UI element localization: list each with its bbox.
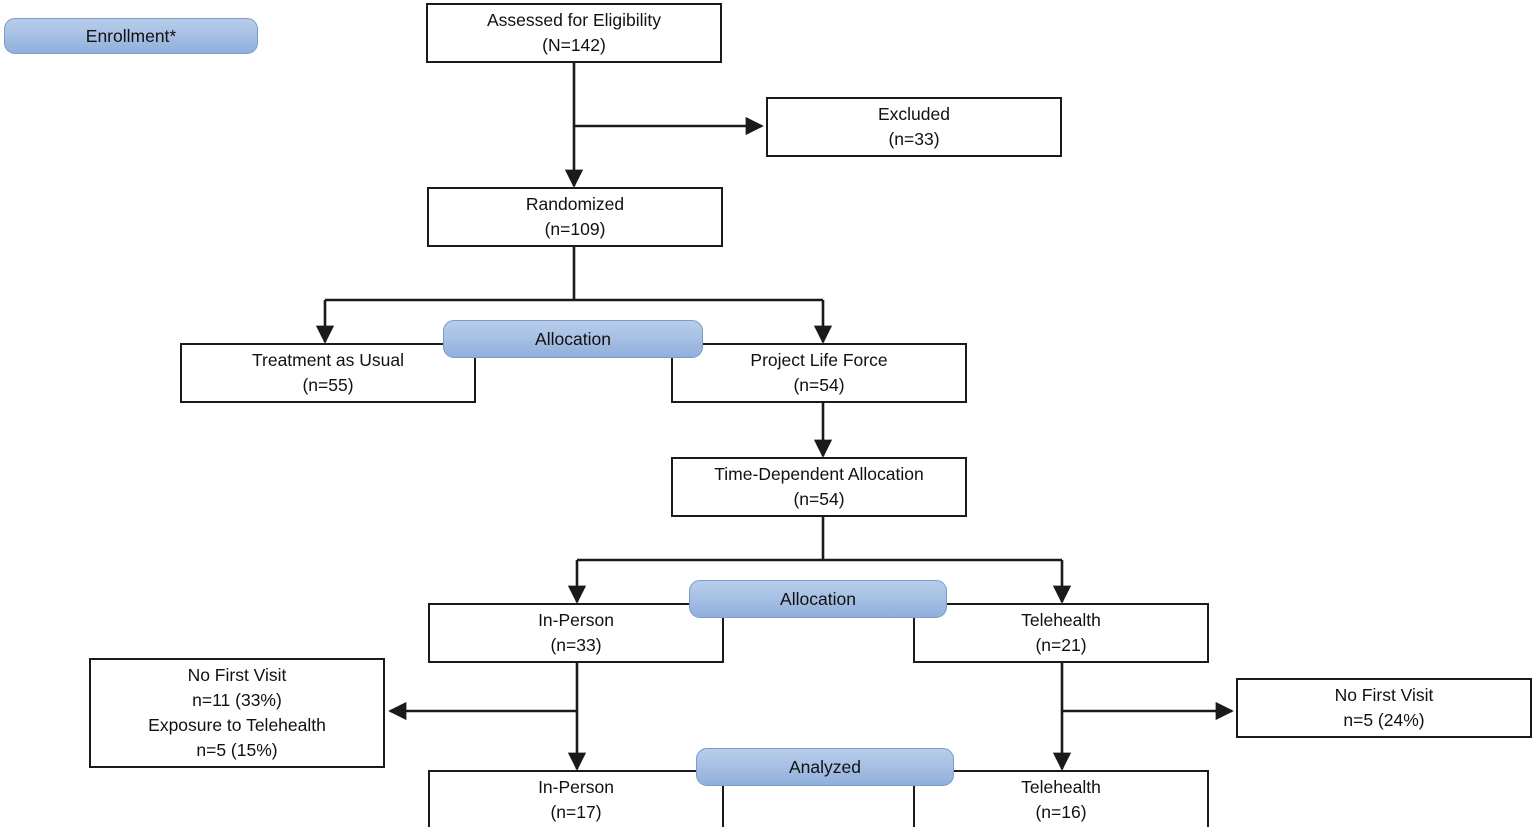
node-randomized: Randomized (n=109) (427, 187, 723, 247)
stage-label-analyzed: Analyzed (789, 756, 861, 777)
stage-badge-allocation-2: Allocation (689, 580, 947, 618)
stage-label-enrollment: Enrollment* (85, 25, 177, 46)
node-tau-line1: Treatment as Usual (251, 350, 405, 371)
node-telehealth-analyzed-line2: (n=16) (1035, 802, 1087, 822)
node-no-first-visit-left-line4: n=5 (15%) (196, 739, 278, 760)
node-project-life-force: Project Life Force (n=54) (671, 343, 967, 403)
node-telehealth-analyzed-line1: Telehealth (1021, 777, 1101, 798)
node-time-dependent-allocation: Time-Dependent Allocation (n=54) (671, 457, 967, 517)
node-randomized-line1: Randomized (525, 194, 625, 215)
node-no-first-visit-left-line2: n=11 (33%) (192, 690, 282, 711)
stage-badge-enrollment: Enrollment* (4, 18, 258, 54)
node-telehealth-alloc-line2: (n=21) (1035, 635, 1087, 655)
node-inperson-alloc-line1: In-Person (538, 610, 614, 631)
node-inperson-alloc-line2: (n=33) (550, 635, 602, 655)
stage-badge-allocation-1: Allocation (443, 320, 703, 358)
node-inperson-analyzed-line2: (n=17) (550, 802, 602, 822)
node-in-person-analyzed: In-Person (n=17) (428, 770, 724, 827)
node-plf-line1: Project Life Force (750, 350, 888, 371)
node-no-first-visit-left-line3: Exposure to Telehealth (148, 715, 326, 735)
node-inperson-analyzed-line1: In-Person (538, 777, 614, 798)
stage-label-allocation-2: Allocation (780, 588, 856, 609)
node-tau-line2: (n=55) (302, 375, 354, 395)
node-time-dependent-line2: (n=54) (793, 489, 845, 509)
node-excluded-line2: (n=33) (888, 129, 940, 149)
node-assessed-line2: (N=142) (542, 35, 606, 55)
node-excluded: Excluded (n=33) (766, 97, 1062, 157)
node-no-first-visit-left: No First Visit n=11 (33%) Exposure to Te… (89, 658, 385, 768)
node-excluded-line1: Excluded (878, 104, 950, 125)
node-assessed-for-eligibility: Assessed for Eligibility (N=142) (426, 3, 722, 63)
stage-badge-analyzed: Analyzed (696, 748, 954, 786)
node-in-person-allocation: In-Person (n=33) (428, 603, 724, 663)
node-telehealth-allocation: Telehealth (n=21) (913, 603, 1209, 663)
node-no-first-visit-right-line2: n=5 (24%) (1343, 710, 1425, 730)
node-time-dependent-line1: Time-Dependent Allocation (714, 464, 924, 485)
node-treatment-as-usual: Treatment as Usual (n=55) (180, 343, 476, 403)
node-plf-line2: (n=54) (793, 375, 845, 395)
node-telehealth-analyzed: Telehealth (n=16) (913, 770, 1209, 827)
node-telehealth-alloc-line1: Telehealth (1021, 610, 1101, 631)
node-assessed-line1: Assessed for Eligibility (486, 10, 662, 31)
node-no-first-visit-right-line1: No First Visit (1334, 685, 1434, 706)
stage-label-allocation-1: Allocation (535, 328, 611, 349)
node-randomized-line2: (n=109) (544, 219, 606, 239)
node-no-first-visit-right: No First Visit n=5 (24%) (1236, 678, 1532, 738)
node-no-first-visit-left-line1: No First Visit (187, 665, 287, 686)
